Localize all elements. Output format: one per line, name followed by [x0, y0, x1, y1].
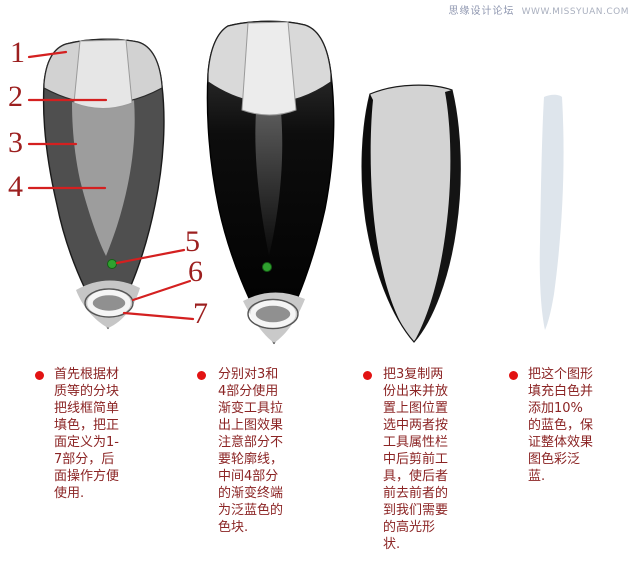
- highlight-sliver: [539, 94, 564, 330]
- mouse2-ring: [250, 300, 296, 328]
- leader-line-7: [122, 311, 195, 321]
- green-indicator-dot-2: [262, 262, 272, 272]
- step-1-text: 首先根据材质等的分块把线框简单填色，把正面定义为1-7部分，后面操作方便使用.: [54, 367, 120, 501]
- step-4-text-col3: 把3复制两份出来并放置上图位置选中两者按工具属性栏中后剪前工具，使后者前去前者的…: [383, 367, 449, 552]
- callout-number-6: 6: [188, 255, 203, 288]
- trim-shape-black-right: [414, 90, 461, 342]
- step-2-bullet: [197, 371, 206, 380]
- figure-step4-highlight: [539, 94, 564, 330]
- mouse2-center-gradient-column: [255, 109, 283, 256]
- trim-shape-black-left: [362, 94, 414, 342]
- trim-shape-light: [361, 84, 461, 343]
- mouse2-ring-outline: [247, 298, 299, 330]
- figure-step2-gradient: [206, 20, 335, 345]
- mouse1-ring-outline: [84, 288, 134, 318]
- green-indicator-dot-1: [107, 259, 117, 269]
- step-1-bullet: [35, 371, 44, 380]
- callout-number-1: 1: [10, 36, 25, 69]
- figure-step3-trim: [361, 84, 461, 343]
- mouse2-cap-center-facet: [241, 21, 297, 116]
- callout-number-7: 7: [193, 297, 208, 330]
- watermark: 思缘设计论坛 WWW.MISSYUAN.COM: [448, 6, 629, 18]
- callout-number-5: 5: [185, 225, 200, 258]
- mouse1-cap-center-facet: [73, 39, 133, 109]
- leader-line-6: [131, 279, 192, 302]
- step-4-bullet: [509, 371, 518, 380]
- figure-step1-mouse: [42, 38, 165, 330]
- watermark-site-url: WWW.MISSYUAN.COM: [521, 7, 629, 17]
- leader-line-1: [27, 50, 68, 59]
- step-4-text: 把这个图形填充白色并添加10%的蓝色，保证整体效果图色彩泛蓝.: [528, 367, 594, 484]
- callout-number-3: 3: [8, 126, 23, 159]
- step-3-bullet: [363, 371, 372, 380]
- callout-number-4: 4: [8, 170, 23, 203]
- leader-line-5: [115, 248, 186, 265]
- mouse1-ring: [87, 289, 131, 317]
- callout-number-2: 2: [8, 80, 23, 113]
- mouse1-inner-panel: [72, 100, 135, 256]
- step-2-text: 分别对3和4部分使用渐变工具拉出上图效果注意部分不要轮廓线，中间4部分的渐变终端…: [218, 367, 284, 535]
- watermark-site-name: 思缘设计论坛: [448, 6, 515, 17]
- callout-leader-lines: [27, 50, 195, 321]
